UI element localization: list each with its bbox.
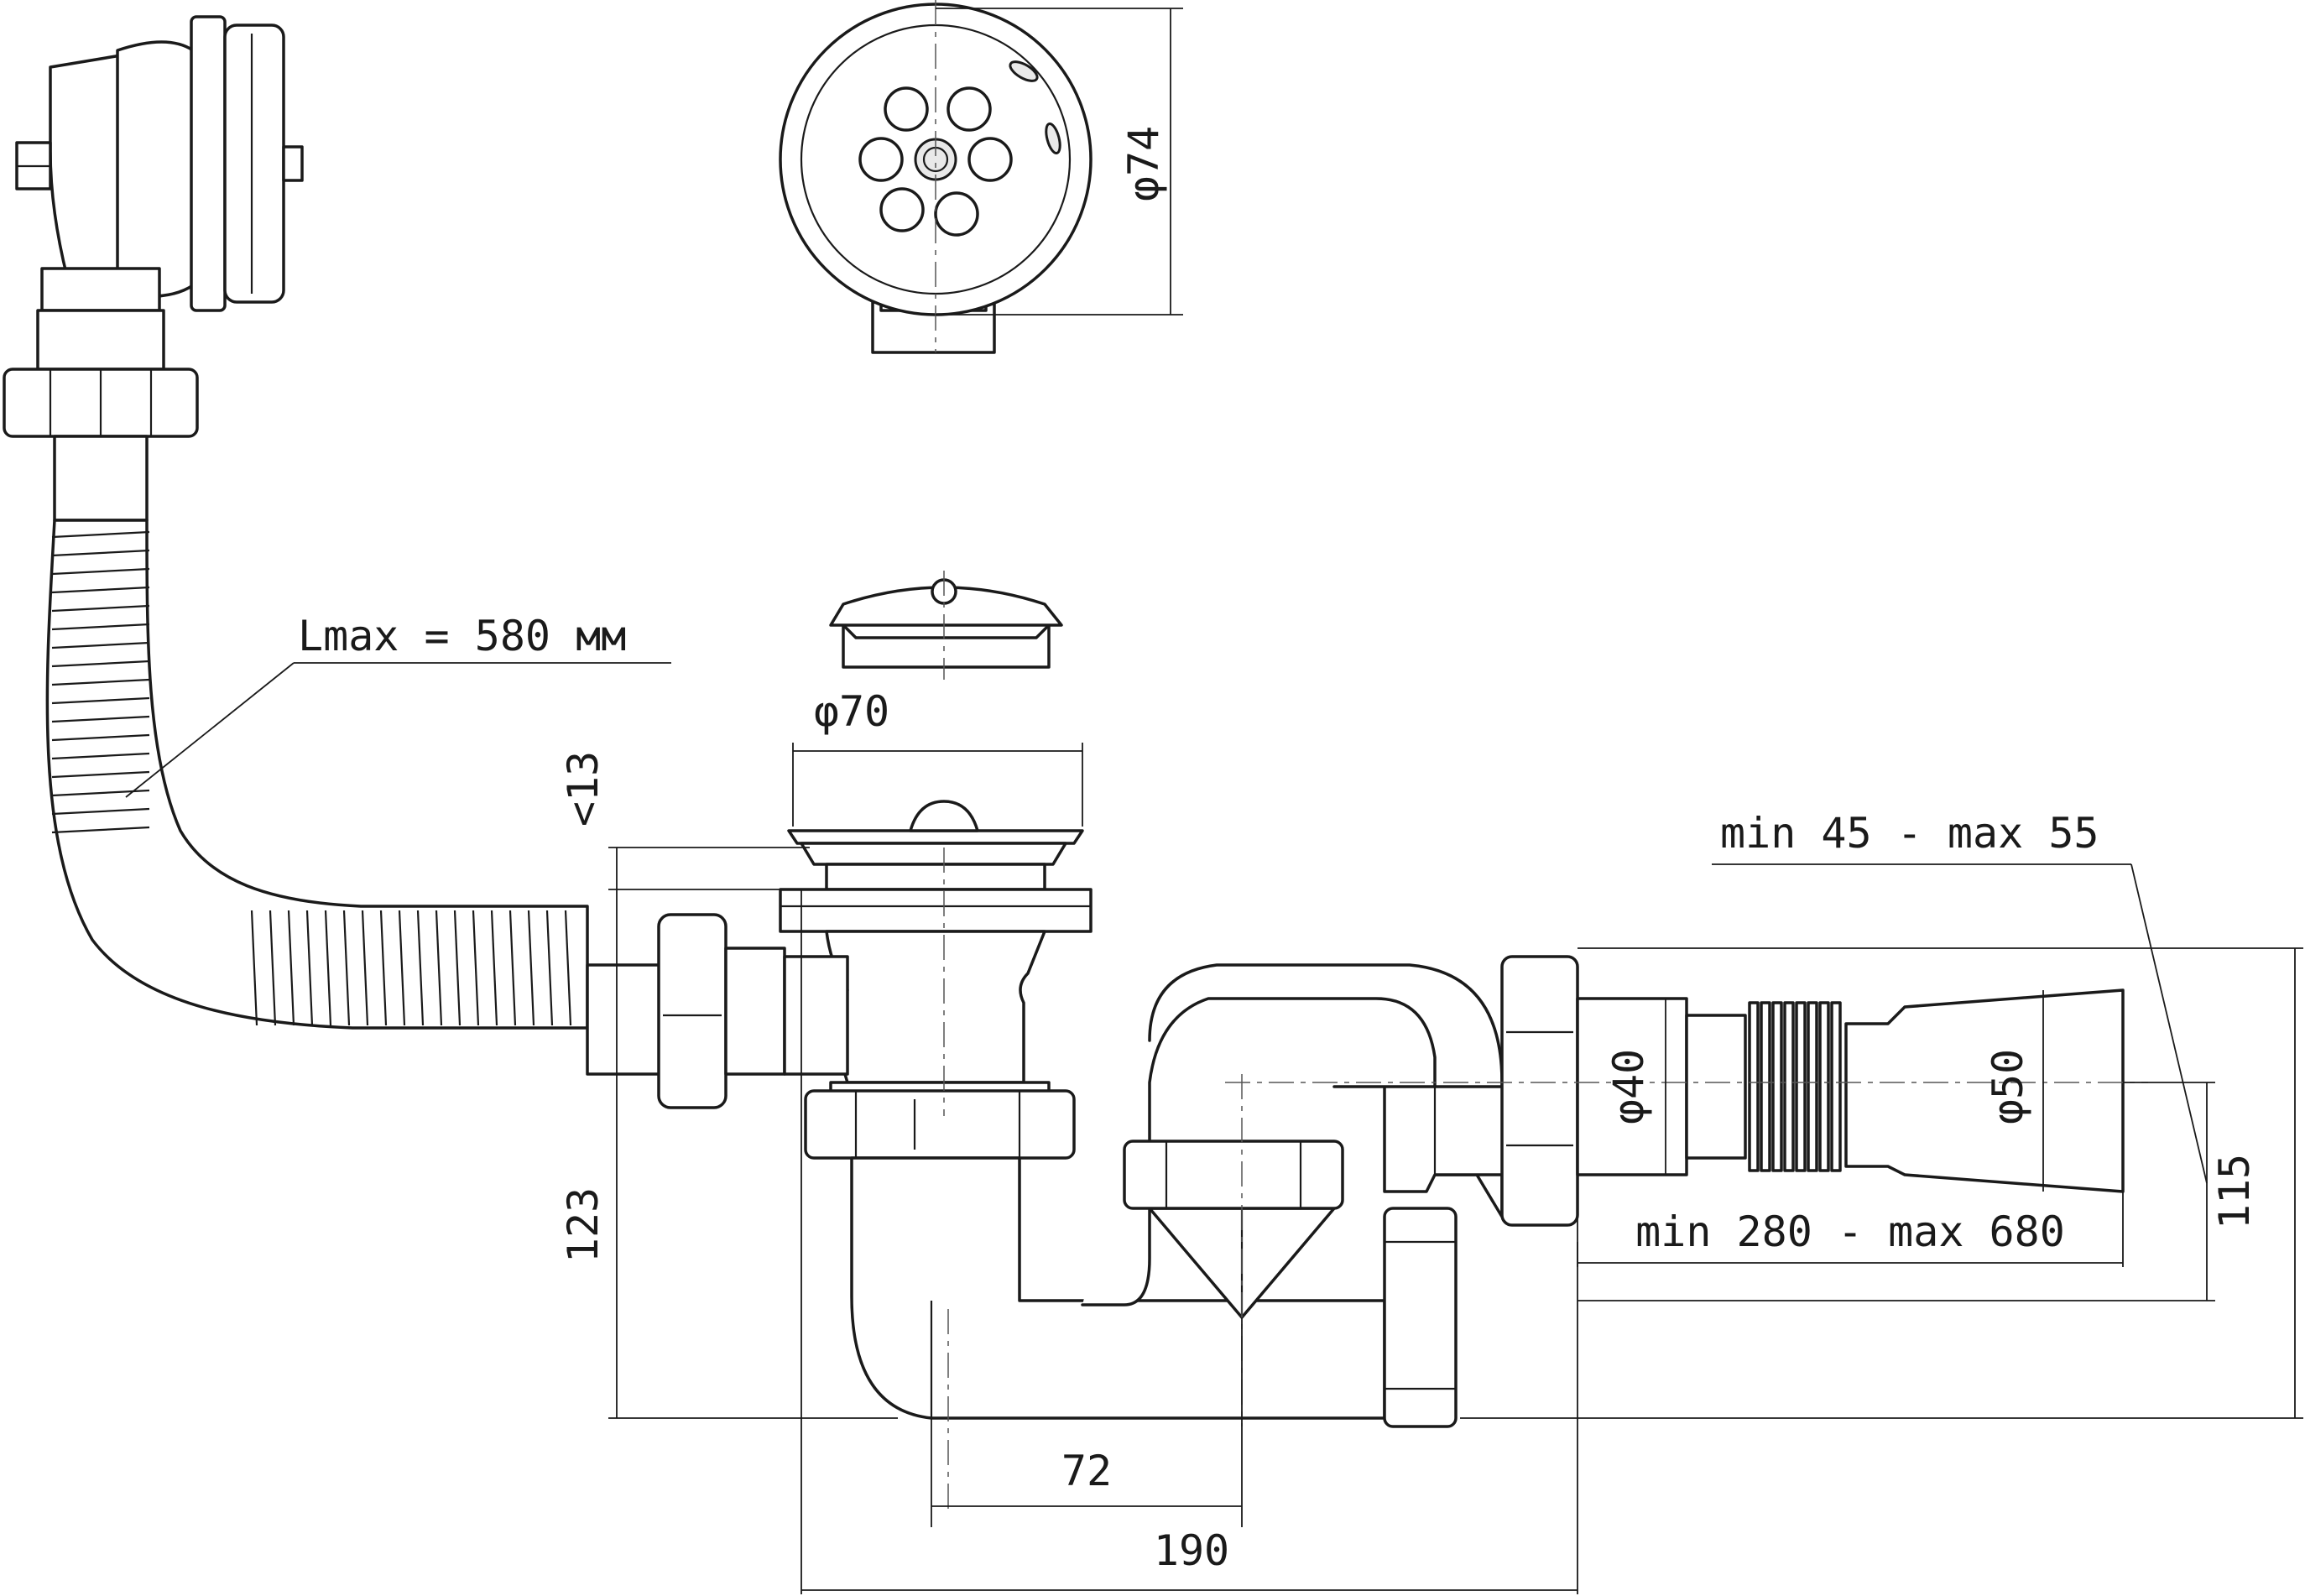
hose-rib bbox=[51, 567, 150, 576]
extension-thread bbox=[1771, 1001, 1783, 1172]
drain-grate-top-view bbox=[779, 0, 1093, 354]
hose-rib bbox=[527, 910, 535, 1026]
extension-range-dimension: min 280 - max 680 bbox=[1577, 1175, 2124, 1267]
extension-thread bbox=[1783, 1001, 1795, 1172]
hose-rib bbox=[51, 752, 150, 760]
hose-rib bbox=[508, 910, 517, 1026]
rim-height-label: <13 bbox=[559, 751, 608, 827]
hose-rib bbox=[250, 910, 258, 1026]
hose-rib bbox=[51, 623, 150, 631]
grate-diameter-dimension: φ74 bbox=[936, 8, 1183, 316]
outlet-height-dimension: 115 bbox=[1578, 1082, 2259, 1301]
extension-thread bbox=[1795, 1001, 1807, 1172]
hose-rib bbox=[453, 910, 462, 1026]
elbow-offset-label: 72 bbox=[1061, 1447, 1112, 1495]
hose-rib bbox=[490, 910, 498, 1026]
hose-rib bbox=[51, 604, 150, 613]
hose-rib bbox=[564, 910, 572, 1026]
hose-rib bbox=[51, 826, 150, 834]
drain-plug bbox=[829, 571, 1063, 680]
hose-rib bbox=[361, 910, 369, 1026]
drain-body bbox=[586, 800, 1093, 1160]
hose-rib bbox=[472, 910, 480, 1026]
outer-height-dimension bbox=[1460, 947, 2303, 1419]
hose-rib bbox=[51, 696, 150, 705]
hose-rib bbox=[324, 910, 332, 1026]
hose-length-label: Lmax = 580 мм bbox=[298, 612, 626, 660]
siphon bbox=[850, 963, 1520, 1510]
connector-range-label: min 45 - max 55 bbox=[1720, 809, 2099, 858]
hose-rib bbox=[51, 715, 150, 723]
extension-thread bbox=[1830, 1001, 1842, 1172]
hose-length-callout: Lmax = 580 мм bbox=[125, 612, 671, 798]
drain-height-label: 123 bbox=[559, 1187, 608, 1263]
inlet-diameter-dimension: φ40 bbox=[1604, 999, 1666, 1175]
inlet-diameter-label: φ40 bbox=[1604, 1049, 1653, 1124]
hose-rib bbox=[51, 733, 150, 742]
hose-rib bbox=[435, 910, 443, 1026]
hose-rib bbox=[287, 910, 295, 1026]
extension-range-label: min 280 - max 680 bbox=[1635, 1207, 2065, 1256]
hose-rib bbox=[342, 910, 351, 1026]
hose-rib bbox=[545, 910, 554, 1026]
hose-rib bbox=[379, 910, 388, 1026]
outlet-extension bbox=[1225, 955, 2148, 1227]
hose-rib bbox=[398, 910, 406, 1026]
corrugated-hose bbox=[45, 519, 589, 1030]
hose-rib bbox=[51, 660, 150, 668]
overflow-assembly bbox=[3, 15, 304, 522]
grate-diameter-label: φ74 bbox=[1119, 126, 1168, 201]
outlet-diameter-dimension: φ50 bbox=[1984, 990, 2044, 1192]
hose-rib bbox=[51, 678, 150, 686]
hose-rib bbox=[51, 586, 150, 594]
extension-thread bbox=[1748, 1001, 1760, 1172]
hose-rib bbox=[416, 910, 425, 1026]
plug-diameter-dimension: φ70 bbox=[792, 687, 1083, 827]
extension-thread bbox=[1807, 1001, 1818, 1172]
outlet-height-label: 115 bbox=[2210, 1154, 2259, 1229]
rim-height-dimension: <13 bbox=[559, 751, 827, 890]
extension-thread bbox=[1760, 1001, 1771, 1172]
hose-rib bbox=[51, 549, 150, 557]
plug-diameter-label: φ70 bbox=[814, 687, 889, 736]
elbow-offset-dimension: 72 bbox=[931, 1317, 1243, 1527]
hose-rib bbox=[51, 641, 150, 649]
hose-rib bbox=[305, 910, 314, 1026]
extension-thread bbox=[1818, 1001, 1830, 1172]
connector-range-callout: min 45 - max 55 bbox=[1712, 809, 2208, 1184]
hose-rib bbox=[51, 530, 150, 539]
overall-length-dimension: 190 bbox=[800, 889, 1578, 1594]
hose-rib bbox=[51, 807, 150, 816]
outlet-diameter-label: φ50 bbox=[1984, 1049, 2032, 1124]
hose-rib bbox=[51, 770, 150, 779]
hose-rib bbox=[269, 910, 277, 1026]
overall-length-label: 190 bbox=[1154, 1526, 1229, 1575]
drain-height-dimension: 123 bbox=[559, 889, 898, 1419]
